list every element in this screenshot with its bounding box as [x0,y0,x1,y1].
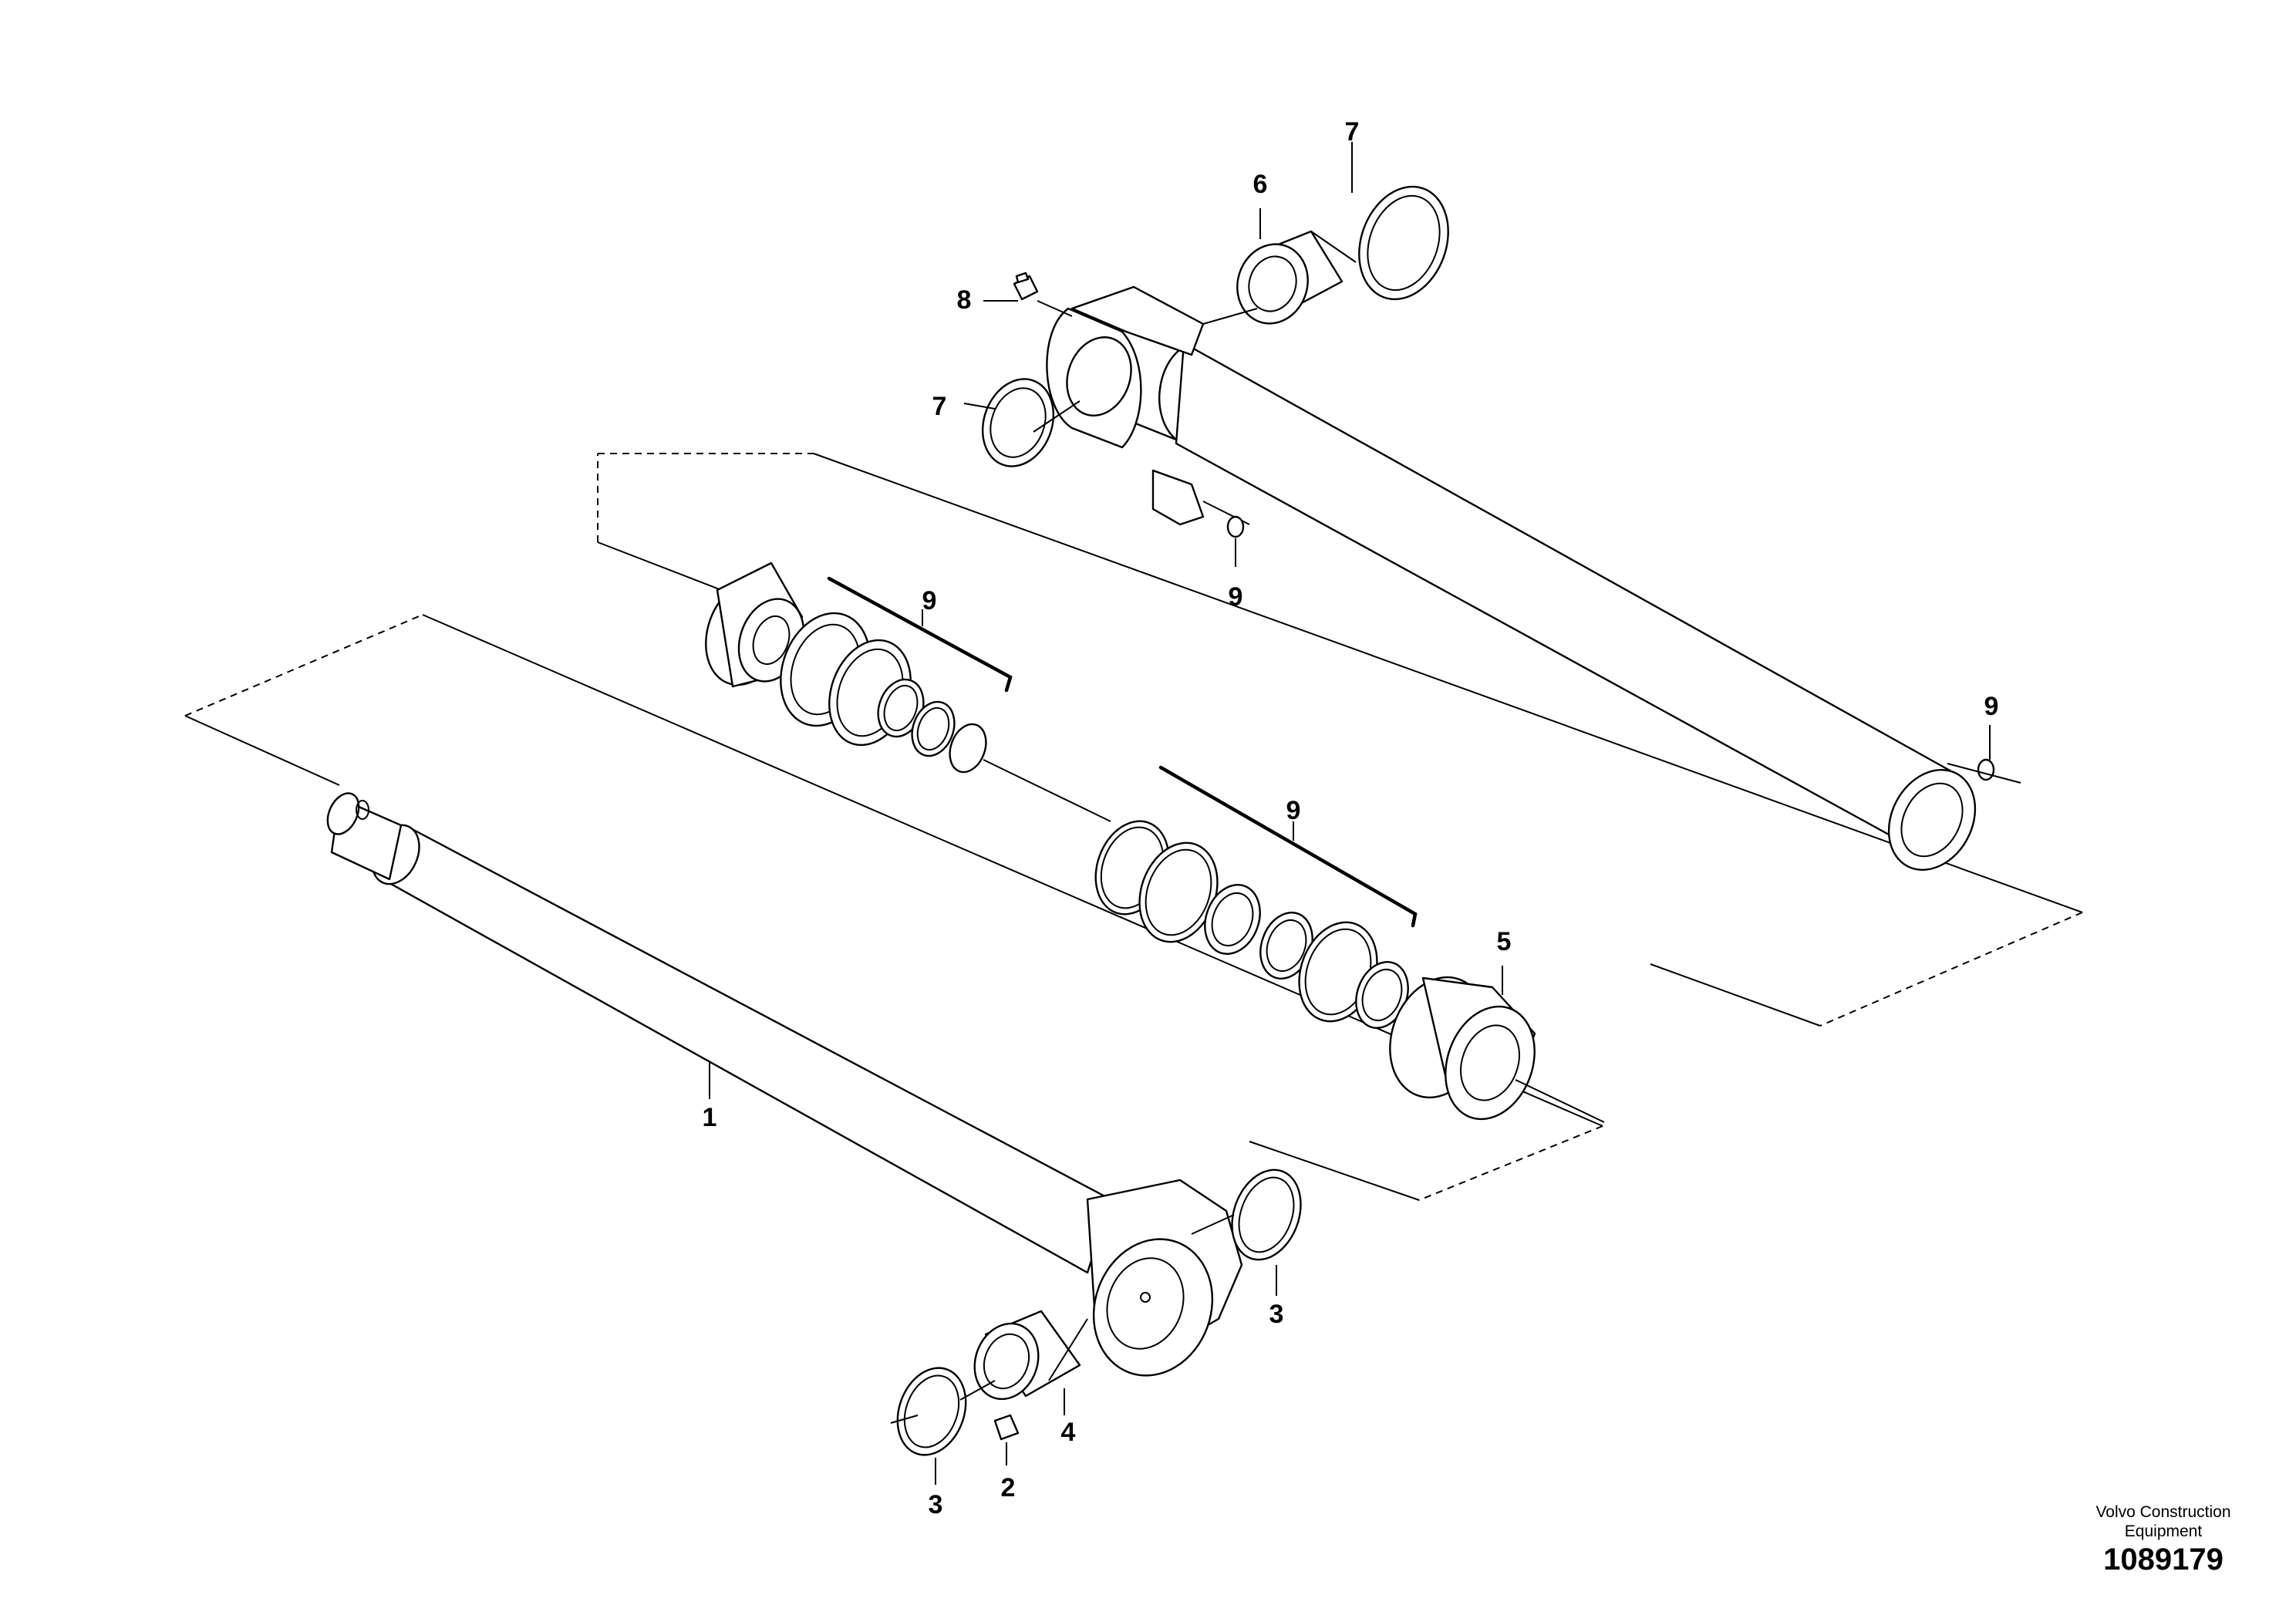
callout-9-tube-end: 9 [1984,692,1999,721]
callout-3-right: 3 [1269,1300,1284,1329]
callout-2: 2 [1001,1473,1016,1502]
assembly-outline-piston [597,453,2083,1027]
cylinder-barrel [1046,285,1977,872]
callout-5: 5 [1497,927,1512,956]
part-1-piston-rod [326,792,1112,1274]
rod-eye [1086,1179,1243,1377]
drawing-number: 1089179 [2103,1543,2224,1576]
callout-9-seal-lower: 9 [1286,796,1301,825]
part-6-bushing [1202,208,1344,325]
callout-9-seal-upper: 9 [922,586,937,615]
seal-set-lower [1094,765,1418,1029]
callout-7-upper: 7 [1345,117,1360,147]
brand-caption: Volvo Construction Equipment [2036,1502,2291,1541]
part-2-grease-nipple [993,1414,1020,1465]
callout-6: 6 [1253,170,1268,199]
callout-7-lower: 7 [932,392,947,421]
callout-9-port: 9 [1229,582,1243,612]
part-7-ring-lower [963,378,1081,467]
callout-4: 4 [1061,1418,1076,1447]
seal-set-upper [780,576,1111,822]
part-3-ring-right [1191,1168,1302,1296]
callout-8: 8 [957,285,972,315]
callout-labels: 7 6 8 7 9 9 9 9 5 1 3 4 2 3 [703,117,1999,1519]
part-9-oring-tube-end [1947,725,2021,784]
part-3-ring-left [890,1367,996,1485]
brand-line-1: Volvo Construction [2095,1503,2231,1521]
part-5-rod-guide [1389,966,1605,1123]
callout-3-left: 3 [929,1490,943,1519]
part-7-ring-upper [1310,142,1449,301]
brand-line-2: Equipment [2124,1523,2203,1540]
part-9-oring-port [1226,515,1245,567]
callout-1: 1 [703,1103,717,1132]
part-8-grease-fitting [983,271,1073,317]
part-4-bushing [973,1310,1088,1415]
